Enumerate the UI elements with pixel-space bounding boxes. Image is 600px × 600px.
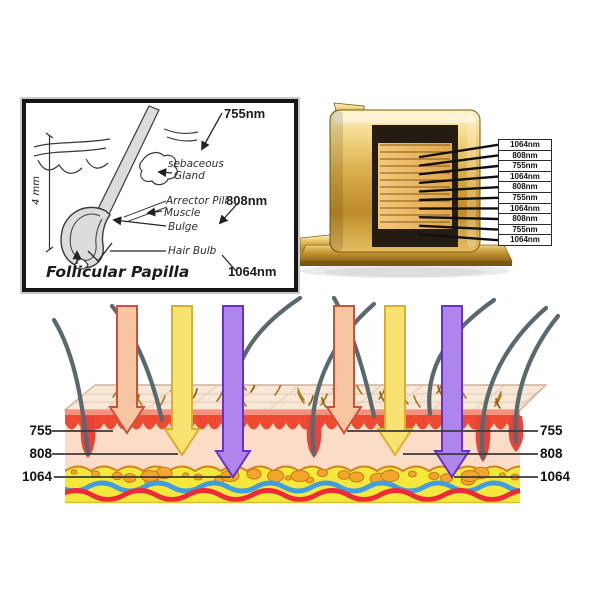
skin-cross-section-panel: 755 808 1064 755 808 1064 [0, 290, 600, 520]
depth-label-755-left: 755 [29, 423, 52, 438]
scale-4mm-label: 4 mm [31, 175, 43, 206]
depth-label-808-right: 808 [540, 446, 563, 461]
depth-label-755-right: 755 [540, 423, 563, 438]
diode-stack [378, 131, 452, 241]
laser-beam-808 [376, 305, 414, 457]
diode-stack-label: 1064nm [498, 234, 552, 246]
depth-label-1064-right: 1064 [540, 469, 571, 484]
hair-strand [310, 301, 377, 457]
hair-bulb-shape [60, 206, 111, 269]
depth-label-808-left: 808 [29, 446, 52, 461]
follicular-papilla-label: Follicular Papilla [46, 263, 190, 281]
leader-line [418, 224, 500, 231]
leader-line [418, 233, 500, 242]
hair-strand [513, 313, 561, 445]
leader-line [418, 143, 500, 159]
sebaceous-label: sebaceous [168, 158, 224, 170]
body-highlight [334, 113, 476, 123]
hair-bulb-label: Hair Bulb [168, 245, 217, 257]
leader-line [418, 185, 500, 193]
artery [65, 488, 520, 502]
clamp-bottom [378, 229, 452, 241]
gland-label: Gland [174, 170, 205, 182]
leader-line [418, 196, 500, 202]
annotation-leaders [72, 112, 239, 272]
leader-line [418, 154, 500, 167]
follicle-diagram-panel: 755nm 808nm 1064nm sebaceous Gland Arrec… [22, 99, 298, 292]
fat-globules [70, 466, 520, 486]
diode-bars [380, 144, 450, 223]
hair-strand [51, 317, 91, 457]
epidermis-highlight [65, 410, 520, 415]
wavelength-808-label: 808nm [226, 193, 268, 208]
body-shade [330, 110, 343, 252]
diode-stack-label-column: 1064nm 808nm 755nm 1064nm 808nm 755nm 10… [498, 139, 552, 246]
leader-line [418, 164, 500, 176]
arrector-pili-label: Arrector Pili [166, 195, 228, 207]
depth-label-1064-left: 1064 [21, 469, 52, 484]
clamp-top [378, 131, 452, 143]
hair-strand [479, 305, 549, 461]
laser-beam-755 [108, 305, 146, 435]
follicle-illustration [33, 105, 239, 272]
laser-diode-panel: 1064nm 808nm 755nm 1064nm 808nm 755nm 10… [300, 95, 600, 295]
wavelength-1064-label: 1064nm [228, 264, 277, 279]
muscle-label: Muscle [164, 207, 201, 219]
laser-beam-808 [163, 305, 201, 457]
laser-beam-755 [325, 305, 363, 435]
leader-line [418, 175, 500, 185]
module-base-edge [300, 261, 512, 266]
bulge-label: Bulge [168, 221, 198, 233]
module-shadow-inner [325, 267, 485, 277]
wavelength-755-label: 755nm [224, 106, 266, 121]
leader-line [418, 215, 500, 221]
skin-surface-lines [33, 128, 199, 174]
leader-lines [418, 143, 500, 242]
skin-illustration [51, 295, 561, 504]
depth-lines [52, 430, 538, 478]
laser-beam-1064 [433, 305, 471, 479]
module-shadow [300, 264, 510, 278]
laser-beam-1064 [214, 305, 252, 479]
scale-bracket [45, 132, 54, 253]
diode-module-illustration [300, 102, 513, 278]
